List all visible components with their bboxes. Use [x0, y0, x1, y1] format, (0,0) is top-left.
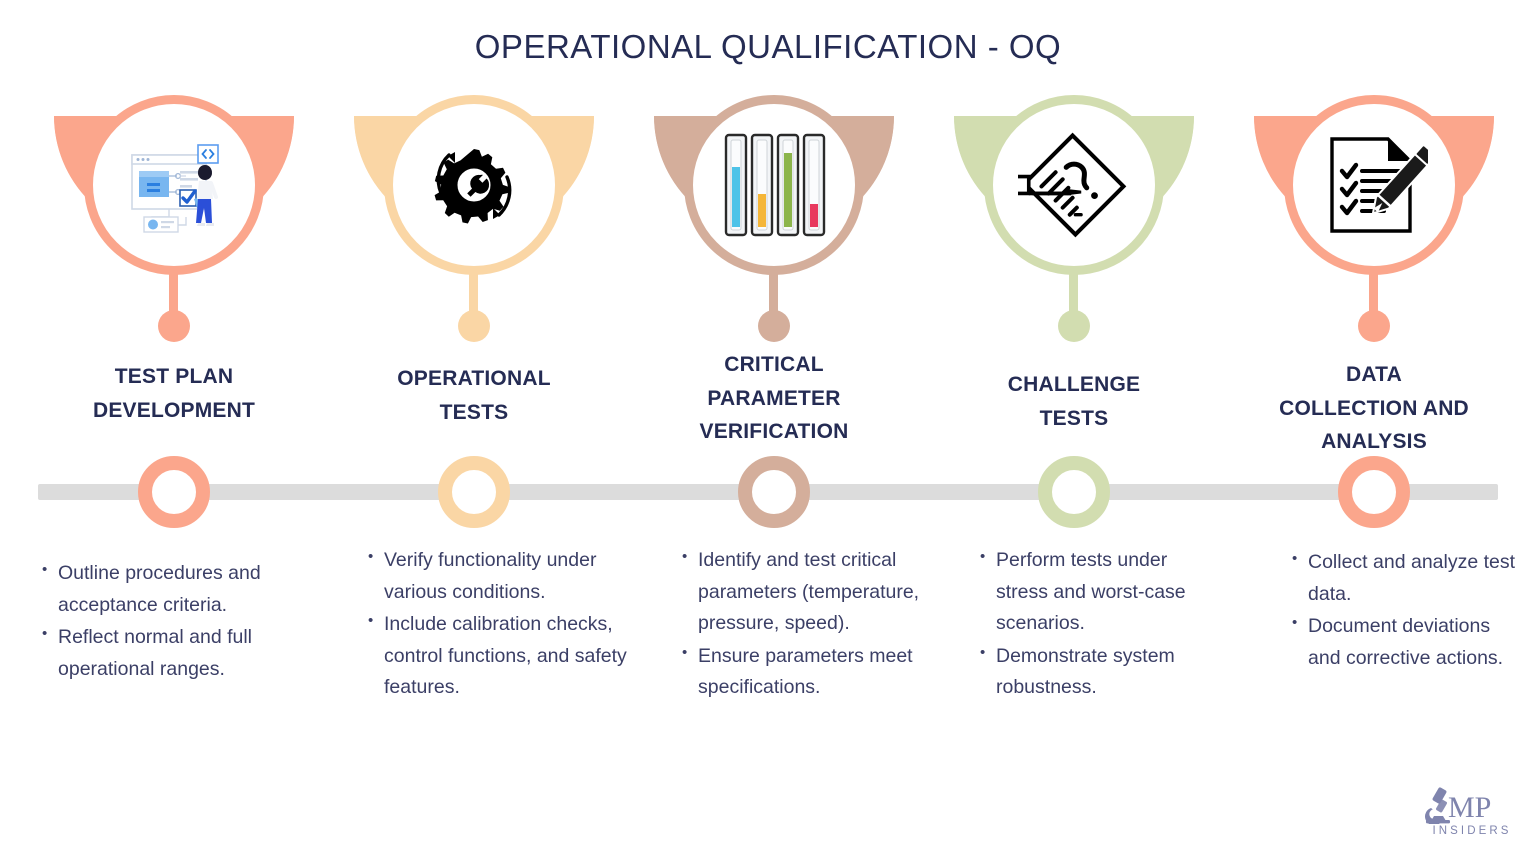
bullet-item: Document deviations and corrective actio…	[1290, 611, 1518, 674]
step-ring-5	[1284, 95, 1464, 275]
step-badge-5	[1254, 95, 1494, 346]
step-badge-3	[654, 95, 894, 346]
parameter-gauges-icon	[684, 95, 864, 275]
step-title-line: ANALYSIS	[1321, 430, 1427, 454]
timeline-node-4[interactable]	[1038, 456, 1110, 528]
step-stem-4	[1069, 268, 1078, 320]
bullet-item: Perform tests under stress and worst-cas…	[978, 545, 1218, 640]
step-badge-1	[54, 95, 294, 346]
gear-wrench-cycle-icon	[384, 95, 564, 275]
step-title-line: VERIFICATION	[699, 420, 849, 444]
step-title-line: OPERATIONAL	[397, 367, 551, 390]
step-bullets-3: Identify and test critical parameters (t…	[680, 545, 938, 705]
step-stem-5	[1369, 268, 1378, 320]
step-title-line: TESTS	[1039, 406, 1109, 430]
timeline-node-5[interactable]	[1338, 456, 1410, 528]
step-badge-4	[954, 95, 1194, 346]
bullet-item: Demonstrate system robustness.	[978, 641, 1218, 704]
bullet-item: Verify functionality under various condi…	[366, 545, 646, 608]
step-title-line: DATA	[1345, 363, 1402, 386]
step-bullets-2: Verify functionality under various condi…	[366, 545, 646, 705]
bullet-item: Reflect normal and full operational rang…	[40, 622, 304, 685]
step-title-line: CHALLENGE	[1007, 373, 1141, 396]
step-bullets-1: Outline procedures and acceptance criter…	[40, 558, 304, 686]
step-dot-3	[758, 310, 790, 342]
step-title-3: CRITICAL PARAMETER VERIFICATION	[644, 348, 904, 449]
step-title-2: OPERATIONAL TESTS	[344, 362, 604, 429]
step-title-4: CHALLENGE TESTS	[944, 368, 1204, 435]
step-bullets-5: Collect and analyze test data.Document d…	[1290, 547, 1518, 675]
step-dot-4	[1058, 310, 1090, 342]
bullet-item: Outline procedures and acceptance criter…	[40, 558, 304, 621]
step-dot-1	[158, 310, 190, 342]
bullet-item: Identify and test critical parameters (t…	[680, 545, 938, 640]
timeline-node-2[interactable]	[438, 456, 510, 528]
step-stem-1	[169, 268, 178, 320]
microscope-icon: MP	[1425, 787, 1491, 824]
checklist-pen-icon	[1284, 95, 1464, 275]
step-title-line: TESTS	[439, 400, 509, 424]
step-title-1: TEST PLAN DEVELOPMENT	[44, 360, 304, 427]
timeline-node-1[interactable]	[138, 456, 210, 528]
svg-text:MP: MP	[1448, 791, 1491, 824]
step-ring-3	[684, 95, 864, 275]
timeline-node-3[interactable]	[738, 456, 810, 528]
page-title: OPERATIONAL QUALIFICATION - OQ	[474, 28, 1062, 65]
step-title-line: DEVELOPMENT	[92, 398, 256, 422]
step-stem-2	[469, 268, 478, 320]
step-title-5: DATA COLLECTION AND ANALYSIS	[1244, 358, 1504, 459]
bullet-item: Include calibration checks, control func…	[366, 609, 646, 704]
step-title-line: COLLECTION AND	[1279, 396, 1469, 420]
logo-subtitle: INSIDERS	[1432, 825, 1512, 837]
step-dot-5	[1358, 310, 1390, 342]
step-dot-2	[458, 310, 490, 342]
step-bullets-4: Perform tests under stress and worst-cas…	[978, 545, 1218, 705]
document-pencil-question-icon	[984, 95, 1164, 275]
step-title-line: CRITICAL	[724, 353, 824, 376]
step-stem-3	[769, 268, 778, 320]
project-planning-illustration-icon	[84, 95, 264, 275]
step-title-line: PARAMETER	[707, 386, 841, 410]
step-title-line: TEST PLAN	[114, 365, 234, 388]
step-badge-2	[354, 95, 594, 346]
bullet-item: Collect and analyze test data.	[1290, 547, 1518, 610]
brand-logo: MP INSIDERS	[1420, 786, 1524, 837]
bullet-item: Ensure parameters meet specifications.	[680, 641, 938, 704]
